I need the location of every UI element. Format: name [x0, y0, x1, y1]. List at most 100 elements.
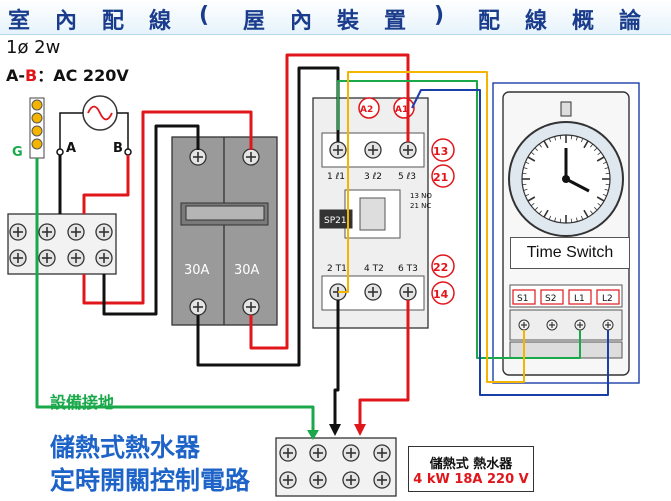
terminal-block-heater [275, 437, 397, 497]
header-char: 線 [525, 9, 548, 34]
header-char: 內 [290, 9, 313, 34]
equipment-ground-label: 設備接地 [50, 393, 115, 412]
dial-tick [559, 218, 562, 223]
dial-tick [548, 215, 552, 220]
dial-tick [583, 140, 589, 149]
dial-tick [538, 210, 542, 215]
dial-tick [594, 207, 598, 211]
dial-tick [525, 161, 530, 165]
dial-tick [523, 167, 528, 170]
dial-tick [583, 209, 589, 218]
dial-tick [597, 203, 602, 207]
dial-tick [522, 183, 527, 186]
contactor-model: SP21 [324, 216, 347, 226]
dial-tick [604, 188, 609, 191]
header-char: 線 [149, 9, 172, 34]
coil-label-a2: A2 [360, 105, 373, 115]
header-char: 概 [572, 9, 595, 34]
dial-tick [548, 138, 552, 143]
ts-terminal-screw-l1 [574, 319, 586, 331]
terminal-block-left [7, 213, 117, 275]
dial-tick [604, 167, 609, 170]
dial-tick [554, 217, 557, 222]
breaker-labels: 30A 30A [184, 263, 260, 278]
dial-tick [554, 136, 557, 141]
supply-prefix: A- [6, 66, 26, 85]
ts-terminal-labels: S1 S2 L1 L2 [512, 289, 620, 305]
magnetic-contactor [312, 97, 429, 329]
dial-tick [534, 147, 538, 151]
header-char: 內 [55, 9, 78, 34]
dial-tick [538, 143, 542, 148]
dial-tick [575, 136, 578, 141]
breaker-rating-left: 30A [184, 263, 210, 278]
dial-tick [570, 135, 573, 140]
ac-source [29, 95, 132, 159]
dial-hand [565, 177, 590, 193]
dial-tick [570, 218, 573, 223]
ts-terminal-s1: S1 [517, 294, 528, 304]
dial-tick [543, 140, 549, 149]
heater-info-box: 儲熱式 熱水器 4 kW 18A 220 V [408, 446, 534, 492]
terminal-a-label: A [66, 141, 77, 156]
dial-tick [534, 207, 538, 211]
heater-spec: 4 kW 18A 220 V [413, 472, 529, 487]
header-char: 屋 [243, 9, 266, 34]
ts-terminal-l2: L2 [602, 294, 613, 304]
diagram-title-line2: 定時開關控制電路 [50, 466, 251, 495]
header-char: ( [199, 3, 210, 28]
supply-suffix: ：AC 220V [37, 66, 129, 85]
dial-tick [590, 210, 594, 215]
header-char: 室 [8, 9, 31, 34]
terminal-label-4: 4 T2 [364, 264, 384, 274]
dial-tick [602, 193, 607, 197]
aux-number-13: 13 [433, 145, 448, 158]
dial-tick [580, 138, 584, 143]
supply-voltage: A-B：AC 220V [6, 62, 129, 86]
ts-terminal-l1: L1 [574, 294, 585, 304]
breaker-rating-right: 30A [234, 263, 260, 278]
supply-b: B [25, 66, 38, 85]
aux-number-22: 22 [433, 261, 448, 274]
terminal-label-6: 6 T3 [398, 264, 418, 274]
dial-ticks [522, 135, 610, 223]
terminal-label-2: 2 T1 [327, 264, 347, 274]
header-char: 裝 [337, 9, 360, 34]
time-switch-label: Time Switch [510, 237, 630, 269]
ground-label: G [12, 145, 23, 160]
terminal-label-3: 3 ℓ2 [364, 172, 382, 182]
heater-name: 儲熱式 熱水器 [429, 457, 513, 472]
ts-terminal-screw-l2 [602, 319, 614, 331]
diagram-title-line1: 儲熱式熱水器 [50, 433, 201, 462]
terminal-label-1: 1 ℓ1 [327, 172, 345, 182]
header-char: ) [434, 3, 445, 28]
supply-phase: 1ø 2w [6, 37, 61, 58]
page-header: 室 內 配 線 ( 屋 內 裝 置 ) 配 線 概 論 [0, 0, 671, 35]
header-char: 配 [478, 9, 501, 34]
dial-tick [523, 188, 528, 191]
contactor-labels: 1 ℓ1 3 ℓ2 5 ℓ3 2 T1 4 T2 6 T3 13 NO 21 N… [324, 105, 449, 301]
dial-tick [596, 196, 605, 202]
dial-tick [605, 183, 610, 186]
dial-tick [522, 172, 527, 175]
dial-tick [596, 156, 605, 162]
header-char: 配 [102, 9, 125, 34]
dial-tick [590, 143, 594, 148]
dial-tick [543, 209, 549, 218]
header-char: 置 [384, 9, 407, 34]
aux-label-21-nc: 21 NC [410, 202, 431, 210]
ts-terminal-screw-s1 [518, 319, 530, 331]
aux-number-21: 21 [433, 171, 448, 184]
dial-tick [605, 172, 610, 175]
coil-label-a1: A1 [395, 105, 408, 115]
terminal-b-label: B [113, 141, 123, 156]
aux-label-13-no: 13 NO [410, 192, 432, 200]
header-char: 論 [619, 9, 642, 34]
dial-tick [594, 147, 598, 151]
dial-tick [525, 193, 530, 197]
dial-tick [575, 217, 578, 222]
dial-tick [527, 196, 536, 202]
contactor-model-plate [319, 209, 353, 229]
dial-tick [530, 151, 535, 155]
